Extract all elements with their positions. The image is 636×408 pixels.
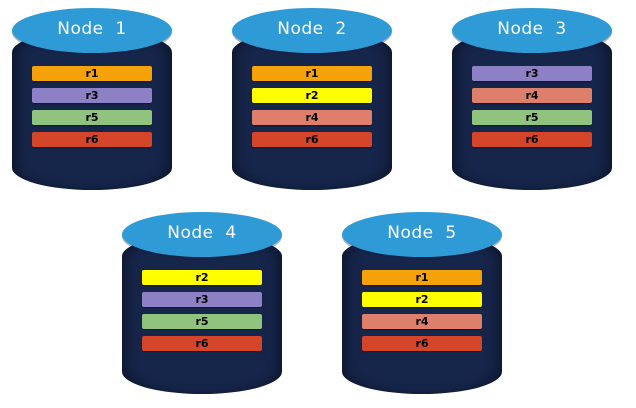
replica-bar-r6: r6: [32, 132, 152, 147]
database-cylinder-node-5: Node 5 r1 r2 r4 r6: [342, 212, 502, 394]
database-cylinder-node-2: Node 2 r1 r2 r4 r6: [232, 8, 392, 190]
replica-stack: r3 r4 r5 r6: [472, 66, 592, 147]
replica-bar-r4: r4: [362, 314, 482, 329]
replica-bar-r1: r1: [252, 66, 372, 81]
replica-bar-r6: r6: [362, 336, 482, 351]
replica-bar-r3: r3: [142, 292, 262, 307]
node-label: Node 5: [387, 223, 457, 243]
replica-stack: r1 r3 r5 r6: [32, 66, 152, 147]
replica-bar-r3: r3: [32, 88, 152, 103]
replica-bar-r2: r2: [142, 270, 262, 285]
cylinder-top-ellipse: [12, 8, 172, 53]
replica-bar-r4: r4: [472, 88, 592, 103]
replica-bar-r5: r5: [472, 110, 592, 125]
database-cylinder-node-3: Node 3 r3 r4 r5 r6: [452, 8, 612, 190]
replica-bar-r6: r6: [252, 132, 372, 147]
replica-bar-r3: r3: [472, 66, 592, 81]
node-label: Node 4: [167, 223, 237, 243]
cylinder-top-ellipse: [342, 212, 502, 257]
database-cylinder-node-4: Node 4 r2 r3 r5 r6: [122, 212, 282, 394]
replica-bar-r1: r1: [362, 270, 482, 285]
database-cylinder-node-1: Node 1 r1 r3 r5 r6: [12, 8, 172, 190]
replica-bar-r1: r1: [32, 66, 152, 81]
replica-bar-r5: r5: [142, 314, 262, 329]
replica-bar-r6: r6: [142, 336, 262, 351]
cylinder-top-ellipse: [232, 8, 392, 53]
replica-bar-r2: r2: [362, 292, 482, 307]
replica-bar-r5: r5: [32, 110, 152, 125]
cylinder-top-ellipse: [452, 8, 612, 53]
cylinder-top-ellipse: [122, 212, 282, 257]
node-label: Node 3: [497, 19, 567, 39]
replica-bar-r4: r4: [252, 110, 372, 125]
replica-bar-r6: r6: [472, 132, 592, 147]
node-label: Node 1: [57, 19, 127, 39]
node-label: Node 2: [277, 19, 347, 39]
replica-stack: r2 r3 r5 r6: [142, 270, 262, 351]
replica-stack: r1 r2 r4 r6: [362, 270, 482, 351]
replica-stack: r1 r2 r4 r6: [252, 66, 372, 147]
replica-bar-r2: r2: [252, 88, 372, 103]
